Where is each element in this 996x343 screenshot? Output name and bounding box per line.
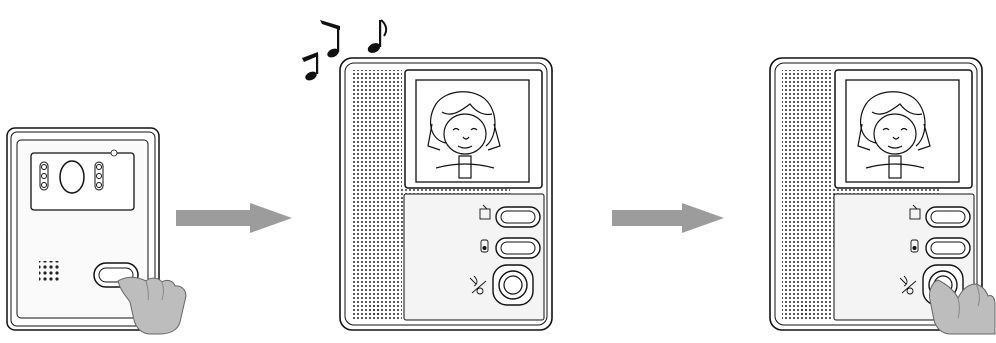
face-icon	[427, 91, 501, 179]
camera-lens-icon	[59, 160, 85, 194]
speaker-grille-icon	[782, 70, 832, 320]
video-screen	[845, 79, 960, 183]
unlock-icon	[909, 204, 921, 220]
status-led	[110, 149, 118, 157]
arrow-icon	[176, 203, 292, 233]
arrow-icon	[612, 203, 724, 233]
finger-hand-icon	[117, 276, 187, 335]
light-icon	[480, 239, 489, 253]
light-icon	[910, 239, 919, 253]
finger-hand-icon	[929, 279, 996, 335]
ir-led-icon	[39, 161, 104, 191]
speaker-grille-icon	[352, 70, 402, 320]
face-icon	[857, 91, 931, 179]
talk-icon	[899, 275, 917, 295]
outdoor-camera-panel	[6, 127, 160, 331]
video-screen	[415, 79, 530, 183]
unlock-icon	[479, 204, 491, 220]
speaker-grille-icon	[39, 261, 61, 283]
talk-icon	[469, 275, 487, 295]
music-note-icon	[302, 19, 388, 81]
indoor-video-monitor-1	[339, 57, 553, 331]
